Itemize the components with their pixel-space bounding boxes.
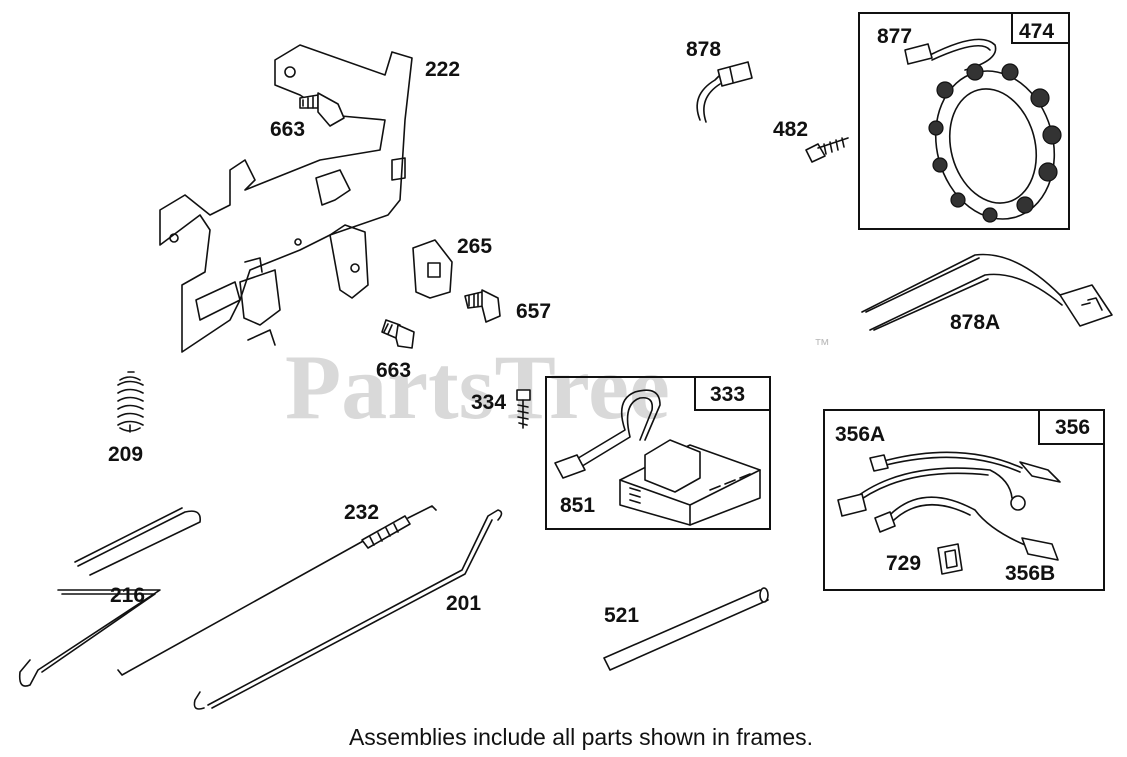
part-878a-wire-harness[interactable] — [861, 253, 1113, 331]
callout-222: 222 — [425, 58, 460, 81]
callout-265: 265 — [457, 235, 492, 258]
part-663-screw-upper[interactable] — [299, 92, 345, 127]
callout-657: 657 — [516, 300, 551, 323]
callout-356b: 356B — [1005, 562, 1055, 585]
watermark-trademark: ™ — [814, 337, 830, 354]
callout-209: 209 — [108, 443, 143, 466]
part-657-screw[interactable] — [464, 289, 501, 323]
part-216-link-rod[interactable] — [18, 507, 202, 687]
part-663-screw-lower[interactable] — [381, 319, 415, 349]
part-232-governor-spring[interactable] — [117, 505, 437, 676]
callout-482: 482 — [773, 118, 808, 141]
footer-note: Assemblies include all parts shown in fr… — [349, 724, 813, 750]
callout-877: 877 — [877, 25, 912, 48]
callout-878: 878 — [686, 38, 721, 61]
callout-663-upper: 663 — [270, 118, 305, 141]
callout-878a: 878A — [950, 311, 1000, 334]
part-222-control-bracket[interactable] — [159, 44, 413, 353]
part-334-screw[interactable] — [516, 389, 531, 429]
callout-232: 232 — [344, 501, 379, 524]
callout-851: 851 — [560, 494, 595, 517]
callout-216: 216 — [110, 584, 145, 607]
frame-label-474: 474 — [1019, 20, 1054, 43]
callout-521: 521 — [604, 604, 639, 627]
frame-333-armature-assembly[interactable] — [545, 376, 771, 530]
callout-663-lower: 663 — [376, 359, 411, 382]
callout-729: 729 — [886, 552, 921, 575]
callout-201: 201 — [446, 592, 481, 615]
frame-label-333: 333 — [710, 383, 745, 406]
watermark-text: PartsTree — [285, 336, 670, 438]
part-482-screw[interactable] — [805, 137, 849, 163]
part-878-connector[interactable] — [696, 61, 753, 123]
part-201-throttle-rod[interactable] — [193, 509, 503, 710]
frame-356-harness-assembly[interactable] — [823, 409, 1105, 591]
part-521-tube[interactable] — [603, 587, 769, 671]
callout-356a: 356A — [835, 423, 885, 446]
frame-474-alternator-assembly[interactable] — [858, 12, 1070, 232]
frame-label-356: 356 — [1055, 416, 1090, 439]
callout-334: 334 — [471, 391, 506, 414]
part-265-clip[interactable] — [412, 239, 453, 299]
part-209-spring[interactable] — [117, 371, 144, 433]
